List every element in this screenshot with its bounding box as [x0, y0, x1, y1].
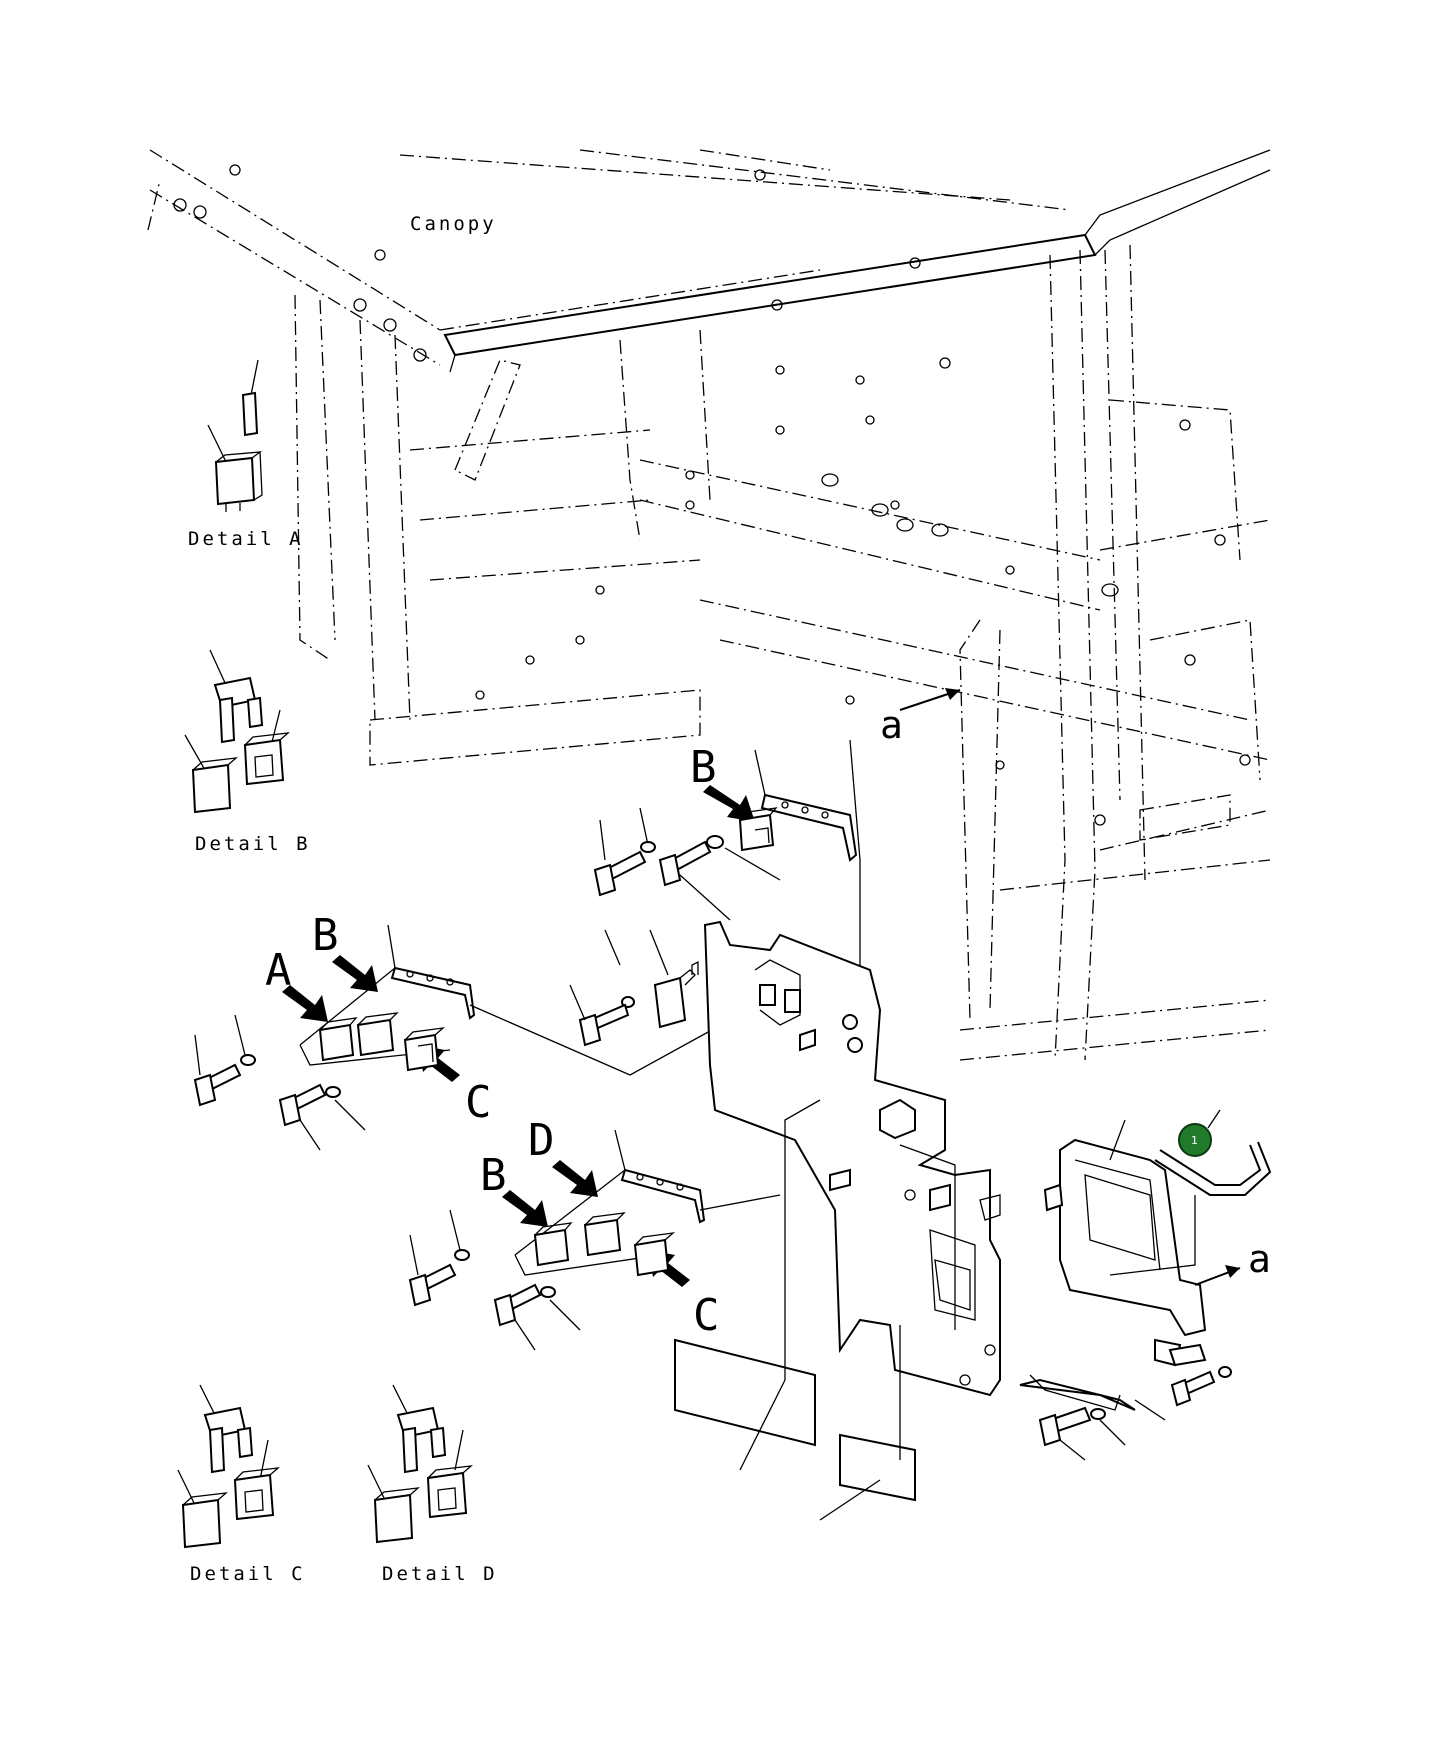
detail-a-drawing: [207, 359, 263, 512]
right-bracket-assembly: [1019, 1119, 1207, 1411]
view-label-a-right: a: [1248, 1237, 1271, 1281]
arrow-a-mid-icon: [282, 985, 328, 1022]
detail-d-drawing: [367, 1384, 473, 1544]
svg-text:1: 1: [1191, 1134, 1198, 1147]
left-relay-assembly: [193, 924, 731, 1151]
caution-plates: [674, 1099, 916, 1521]
arrow-b-low-icon: [502, 1190, 548, 1227]
arrow-a-mid-label: A: [265, 945, 292, 996]
mounting-plate: [703, 920, 1001, 1397]
detail-c-label: Detail C: [190, 1563, 306, 1585]
right-fasteners: [1038, 1366, 1232, 1461]
lower-relay-assembly: [408, 1129, 781, 1351]
detail-b-label: Detail B: [195, 833, 311, 855]
arrow-b-low-label: B: [480, 1150, 507, 1201]
arrow-d-low-icon: [552, 1160, 598, 1197]
view-arrow-a-right: [1194, 1265, 1241, 1286]
canopy-label: Canopy: [410, 213, 497, 235]
arrow-b-top-icon: [703, 785, 755, 822]
arrow-c-mid-label: C: [465, 1077, 492, 1128]
detail-d-label: Detail D: [382, 1563, 498, 1585]
canopy-frame: [147, 149, 1271, 1061]
arrow-c-low-label: C: [693, 1290, 720, 1341]
part-1-wire: [1109, 1141, 1272, 1276]
mid-single-relay: [569, 929, 699, 1047]
detail-b-drawing: [184, 649, 290, 814]
view-label-a-top: a: [880, 703, 903, 747]
view-arrow-a-top: [899, 688, 961, 711]
arrow-d-low-label: D: [528, 1115, 555, 1166]
arrow-b-mid-label: B: [312, 910, 339, 961]
arrow-b-mid-icon: [332, 955, 378, 992]
detail-a-label: Detail A: [188, 528, 304, 550]
callout-1-badge: 1: [1178, 1123, 1212, 1157]
arrow-b-top-label: B: [690, 742, 717, 793]
detail-c-drawing: [177, 1384, 280, 1549]
